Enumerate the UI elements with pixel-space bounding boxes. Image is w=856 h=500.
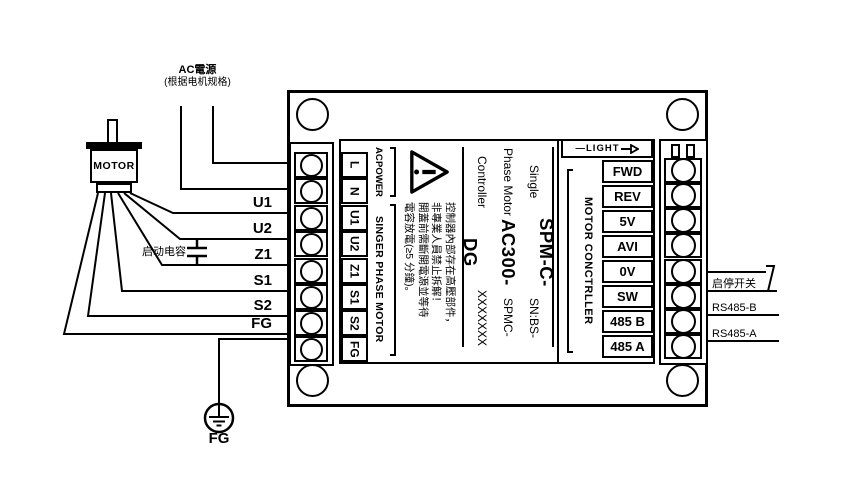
warning-line4: 電容放電(≥5 分鐘)。 — [403, 202, 416, 298]
ac-power-line1: AC — [373, 147, 384, 161]
control-name-485b: 485 B — [602, 310, 653, 333]
control-name-avi: AVI — [602, 235, 653, 258]
light-label: —LIGHT — [575, 143, 620, 154]
warning-text: 控制器內部存在高壓部件， 非專業人員禁止拆解！ 開蓋前需斷開電源並等待 電容放電… — [402, 202, 457, 328]
controller-group-label: MOTOR CONCTRLLER — [582, 197, 594, 325]
motor-phase-bracket — [390, 204, 396, 356]
ac-source-line1: AC電源 — [178, 64, 217, 76]
terminal-hole — [670, 309, 696, 334]
terminal-hole — [299, 337, 323, 361]
terminal-hole — [299, 259, 323, 283]
nameplate-serial: SN:BS-SPMC-XXXXXXX — [475, 289, 541, 346]
motor-label: MOTOR — [93, 160, 135, 172]
motor-shaft — [107, 119, 118, 144]
terminal-cell-fg — [294, 336, 328, 362]
control-name-fwd: FWD — [602, 160, 653, 183]
control-name-5v: 5V — [602, 210, 653, 233]
led-indicator-2 — [686, 144, 695, 158]
switch-label: 启停开关 — [712, 278, 756, 290]
rs485-a-label: RS485-A — [712, 328, 757, 340]
mounting-hole-bottom-right — [666, 364, 699, 397]
terminal-cell-u1 — [294, 205, 328, 231]
terminal-hole — [299, 311, 323, 335]
terminal-name-s1: S1 — [341, 284, 368, 310]
terminal-hole — [670, 334, 696, 359]
ac-power-bracket — [390, 147, 396, 197]
terminal-name-u2: U2 — [341, 231, 368, 257]
terminal-name-z1: Z1 — [341, 258, 368, 284]
control-cell-485b — [664, 309, 702, 334]
control-cell-5v — [664, 208, 702, 233]
control-cell-0v — [664, 259, 702, 284]
control-cell-rev — [664, 183, 702, 208]
control-cell-avi — [664, 233, 702, 258]
led-indicator-1 — [671, 144, 680, 158]
terminal-hole — [670, 284, 696, 309]
rs485-b-label: RS485-B — [712, 302, 757, 314]
terminal-cell-l — [294, 152, 328, 178]
motor-base — [96, 183, 132, 193]
arrow-right-icon — [620, 143, 639, 154]
terminal-cell-s1 — [294, 284, 328, 310]
terminal-hole — [299, 179, 323, 203]
terminal-hole — [299, 153, 323, 177]
mounting-hole-top-right — [666, 98, 699, 131]
warning-triangle-icon — [410, 150, 449, 194]
wire-label-u2: U2 — [252, 220, 272, 237]
ac-source-line2: (根据电机规格) — [164, 77, 231, 88]
motor-phase-group-label: SINGER PHASE MOTOR — [373, 215, 385, 343]
ground-label: FG — [208, 430, 230, 447]
nameplate-model: SPM-C-AC300-DG — [460, 218, 557, 287]
terminal-name-n: N — [341, 178, 368, 204]
warning-block: 控制器內部存在高壓部件， 非專業人員禁止拆解！ 開蓋前需斷開電源並等待 電容放電… — [398, 149, 460, 339]
wire-label-s1: S1 — [253, 272, 272, 289]
terminal-hole — [670, 259, 696, 284]
capacitor-symbol — [187, 239, 207, 265]
terminal-name-fg: FG — [341, 336, 368, 362]
motor-icon: MOTOR — [90, 149, 138, 183]
terminal-cell-z1 — [294, 258, 328, 284]
terminal-hole — [670, 208, 696, 233]
control-cell-485a — [664, 334, 702, 359]
panel-divider — [557, 141, 559, 362]
control-name-485a: 485 A — [602, 335, 653, 358]
motor-flange — [86, 142, 142, 149]
control-cell-sw — [664, 284, 702, 309]
terminal-cell-n — [294, 178, 328, 204]
terminal-cell-u2 — [294, 231, 328, 257]
warning-line3: 開蓋前需斷開電源並等待 — [417, 202, 429, 318]
nameplate-product: Single Phase Motor Controller — [475, 147, 541, 216]
control-name-0v: 0V — [602, 260, 653, 283]
ac-input-wires — [180, 106, 290, 190]
terminal-name-l: L — [341, 152, 368, 178]
terminal-cell-s2 — [294, 310, 328, 336]
mounting-hole-top-left — [296, 98, 329, 131]
ground-wire — [218, 338, 290, 404]
earth-ground-icon — [203, 402, 235, 434]
start-capacitor-label: 启动电容 — [142, 246, 186, 258]
ac-power-group-label: AC POWER — [365, 146, 391, 198]
nameplate: Single Phase Motor Controller SPM-C-AC30… — [460, 147, 557, 347]
terminal-name-u1: U1 — [341, 205, 368, 231]
controller-bracket — [567, 169, 573, 353]
ac-source-label: AC電源 (根据电机规格) — [145, 63, 250, 89]
wire-label-fg: FG — [251, 315, 272, 332]
terminal-hole — [299, 285, 323, 309]
wire-label-s2: S2 — [253, 297, 272, 314]
terminal-hole — [670, 233, 696, 258]
control-cell-fwd — [664, 158, 702, 183]
terminal-hole — [299, 206, 323, 230]
wire-label-u1: U1 — [252, 194, 272, 211]
ac-power-line2: POWER — [373, 160, 384, 197]
warning-line2: 非專業人員禁止拆解！ — [430, 202, 443, 307]
terminal-hole — [299, 232, 323, 256]
terminal-hole — [670, 183, 696, 208]
wire-label-z1: Z1 — [254, 246, 272, 263]
light-indicator-box: —LIGHT — [561, 139, 653, 158]
mounting-hole-bottom-left — [296, 364, 329, 397]
terminal-hole — [670, 158, 696, 183]
control-name-sw: SW — [602, 285, 653, 308]
control-name-rev: REV — [602, 185, 653, 208]
terminal-name-s2: S2 — [341, 310, 368, 336]
